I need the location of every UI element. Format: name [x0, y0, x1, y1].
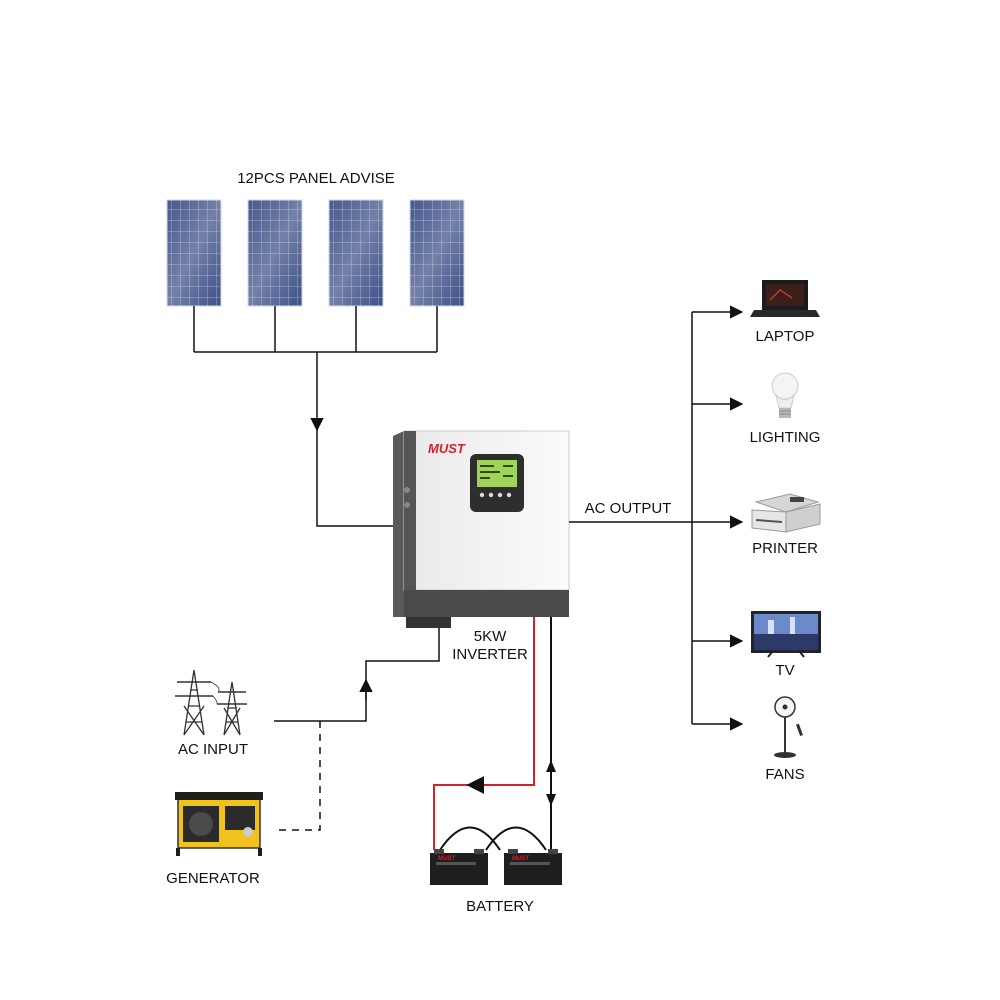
- lcd-screen: [477, 460, 517, 487]
- load-label-fans: FANS: [765, 766, 804, 783]
- printer-icon: [751, 493, 821, 533]
- battery-icon: MUST: [504, 849, 562, 885]
- battery-icon: MUST: [430, 849, 488, 885]
- battery-label: BATTERY: [466, 898, 534, 915]
- light-bulb-icon: [771, 372, 799, 418]
- solar-panel-icon: [328, 199, 384, 307]
- ac-output-wiring: [569, 305, 744, 731]
- load-label-laptop: LAPTOP: [756, 328, 815, 345]
- generator-icon: [175, 792, 263, 856]
- panel-wiring: [193, 306, 438, 527]
- ac-input-wiring: [274, 628, 440, 831]
- generator-label: GENERATOR: [166, 870, 260, 887]
- load-label-printer: PRINTER: [752, 540, 818, 557]
- battery-wiring: [433, 617, 556, 862]
- solar-panels: [166, 199, 465, 307]
- inverter: MUST: [393, 430, 570, 628]
- battery-brand: MUST: [512, 856, 530, 862]
- load-label-lighting: LIGHTING: [750, 429, 821, 446]
- inverter-label-line2: INVERTER: [452, 646, 528, 663]
- ac-input-label: AC INPUT: [178, 741, 248, 758]
- battery-brand: MUST: [438, 856, 456, 862]
- solar-panel-icon: [247, 199, 303, 307]
- brand-logo: MUST: [428, 441, 466, 456]
- solar-panel-icon: [409, 199, 465, 307]
- panels-label: 12PCS PANEL ADVISE: [237, 170, 395, 187]
- solar-panel-icon: [166, 199, 222, 307]
- transmission-tower-icon: [175, 669, 247, 736]
- ac-output-label: AC OUTPUT: [585, 500, 672, 517]
- load-label-tv: TV: [775, 662, 794, 679]
- inverter-label-line1: 5KW: [474, 628, 507, 645]
- tv-icon: [751, 611, 821, 658]
- fan-icon: [774, 696, 803, 758]
- laptop-icon: [750, 280, 820, 317]
